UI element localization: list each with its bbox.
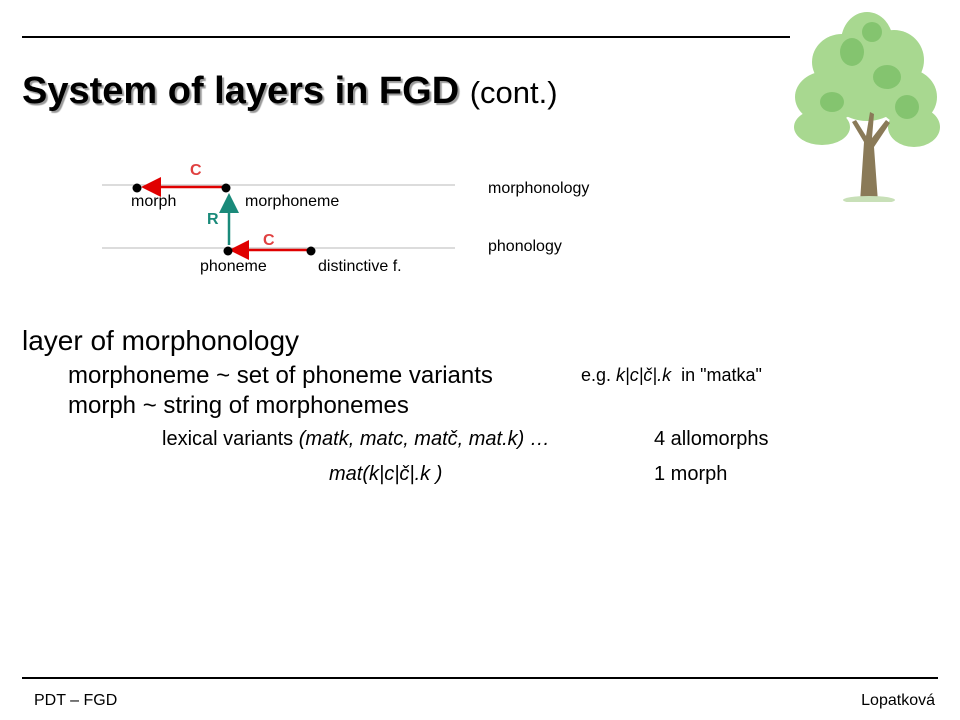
phonology-layer-label: phonology	[488, 238, 562, 255]
footer-rule	[22, 677, 938, 679]
layer-diagram	[102, 177, 455, 260]
title-main: System of layers in FGD	[22, 70, 460, 112]
distinctive-label: distinctive f.	[318, 258, 402, 275]
footer-left: PDT – FGD	[34, 692, 118, 709]
title-suffix: (cont.)	[469, 75, 558, 110]
footer-right: Lopatková	[861, 692, 935, 709]
morph-count: 1 morph	[654, 463, 728, 485]
distinctive-node	[306, 246, 316, 256]
allomorph-count: 4 allomorphs	[654, 428, 769, 450]
section-heading: layer of morphonology	[22, 325, 300, 356]
c-label-bottom: C	[263, 232, 275, 249]
example-form: k|c|č|.k	[616, 365, 672, 385]
tree-icon	[794, 12, 940, 202]
morphonology-layer-label: morphonology	[488, 180, 590, 197]
top-rule	[22, 36, 790, 38]
morphoneme-node	[221, 183, 231, 193]
example-in: in "matka"	[681, 365, 762, 385]
c-label-top: C	[190, 162, 202, 179]
slide-title: System of layers in FGD (cont.)	[22, 72, 558, 110]
lexical-variants-line: lexical variants (matk, matc, matč, mat.…	[162, 428, 550, 451]
morphoneme-label: morphoneme	[245, 193, 340, 210]
example: e.g. k|c|č|.k in "matka"	[581, 365, 762, 386]
r-label: R	[207, 211, 219, 228]
phoneme-node	[223, 246, 233, 256]
morphoneme-definition: morphoneme ~ set of phoneme variants	[68, 362, 493, 389]
morph-label: morph	[131, 193, 177, 210]
lexical-variants-label: lexical variants	[162, 428, 294, 450]
example-prefix: e.g.	[581, 365, 612, 385]
morph-node	[132, 183, 142, 193]
morph-form: mat(k|c|č|.k )	[329, 463, 443, 485]
lexical-variants-forms: (matk, matc, matč, mat.k) …	[298, 428, 550, 450]
phoneme-label: phoneme	[200, 258, 267, 275]
morph-definition: morph ~ string of morphonemes	[68, 392, 409, 419]
